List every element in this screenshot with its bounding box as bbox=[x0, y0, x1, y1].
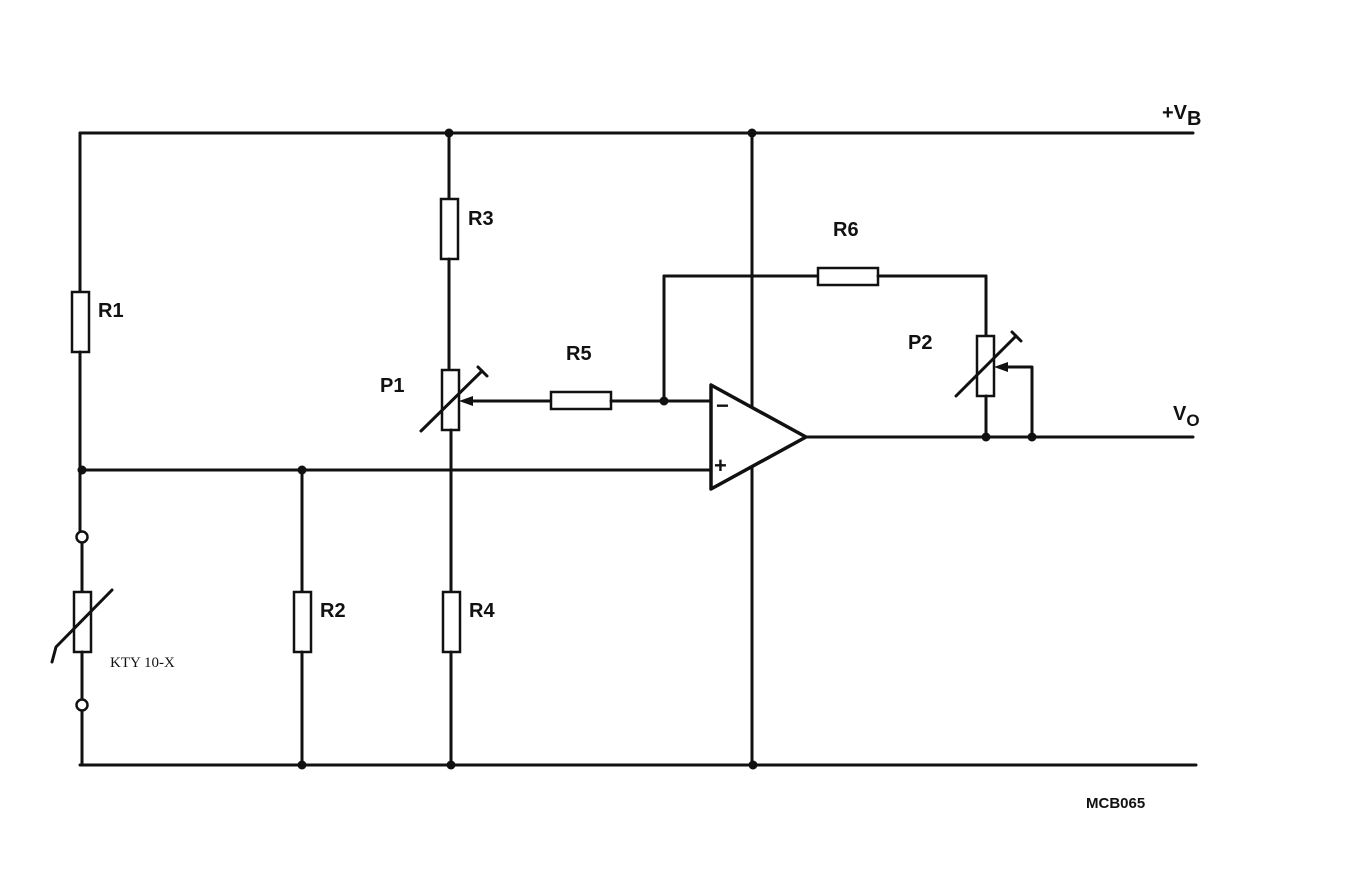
r4-resistor bbox=[441, 590, 462, 654]
junction-dot bbox=[981, 432, 991, 442]
r6-label: R6 bbox=[833, 219, 859, 241]
junction-dot bbox=[297, 465, 307, 475]
input-path bbox=[459, 390, 714, 411]
junction-dot bbox=[748, 760, 758, 770]
p2-wiper-arrow bbox=[994, 362, 1008, 372]
supply-label: +VB bbox=[1162, 102, 1201, 130]
divider-branch bbox=[419, 131, 489, 767]
p1-label: P1 bbox=[380, 375, 404, 397]
opamp-triangle bbox=[709, 383, 808, 491]
junction-dot bbox=[747, 128, 757, 138]
junction-dot bbox=[297, 760, 307, 770]
r5-resistor bbox=[549, 390, 613, 411]
sensor-terminal-top bbox=[75, 530, 89, 544]
junction-dot bbox=[446, 760, 456, 770]
sensor-label: KTY 10-X bbox=[110, 655, 175, 671]
r1-label: R1 bbox=[98, 300, 124, 322]
junction-dot bbox=[1027, 432, 1037, 442]
r6-resistor bbox=[816, 266, 880, 287]
sensor-tilt-line bbox=[50, 588, 114, 664]
junction-dot bbox=[444, 128, 454, 138]
junction-dot bbox=[77, 465, 87, 475]
sensor-terminal-bottom bbox=[75, 698, 89, 712]
opamp-inverting-sign: − bbox=[716, 393, 729, 418]
left-branch bbox=[50, 131, 114, 767]
r3-resistor bbox=[439, 197, 460, 261]
p1-adjust-line bbox=[419, 369, 484, 433]
junction-dot bbox=[659, 396, 669, 406]
r1-resistor bbox=[70, 290, 91, 354]
r2-label: R2 bbox=[320, 600, 346, 622]
p2-label: P2 bbox=[908, 332, 932, 354]
p1-wiper-arrow bbox=[459, 396, 473, 406]
r2-branch bbox=[292, 468, 313, 767]
output-label: VO bbox=[1173, 403, 1200, 430]
drawing-code: MCB065 bbox=[1086, 795, 1145, 812]
r5-label: R5 bbox=[566, 343, 592, 365]
p2-adjust-line bbox=[954, 334, 1018, 398]
opamp: − + bbox=[709, 383, 808, 491]
r3-label: R3 bbox=[468, 208, 494, 230]
feedback-path bbox=[662, 266, 1034, 439]
r4-label: R4 bbox=[469, 600, 495, 622]
r2-resistor bbox=[292, 590, 313, 654]
junctions bbox=[77, 128, 1037, 770]
opamp-non-inverting-sign: + bbox=[714, 453, 727, 478]
